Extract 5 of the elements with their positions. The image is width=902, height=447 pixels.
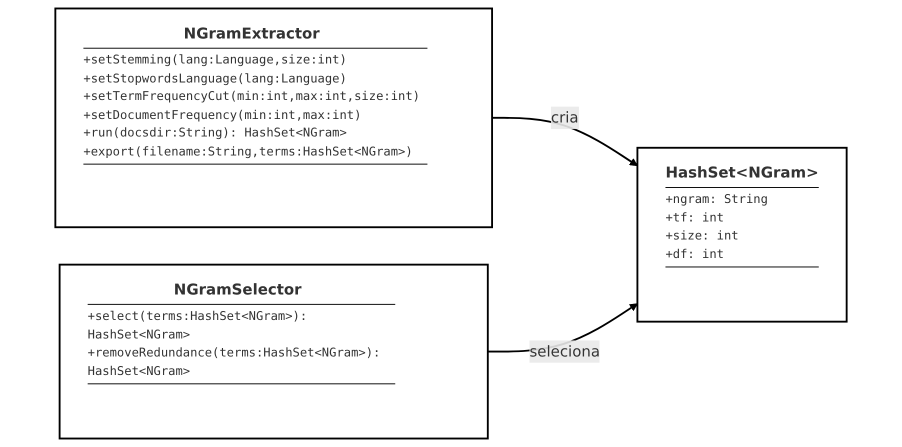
node-box [54,8,493,228]
node-box [58,264,489,440]
node-box [636,146,848,323]
edge-label: cria [550,108,579,126]
edge-label: seleciona [529,342,600,360]
